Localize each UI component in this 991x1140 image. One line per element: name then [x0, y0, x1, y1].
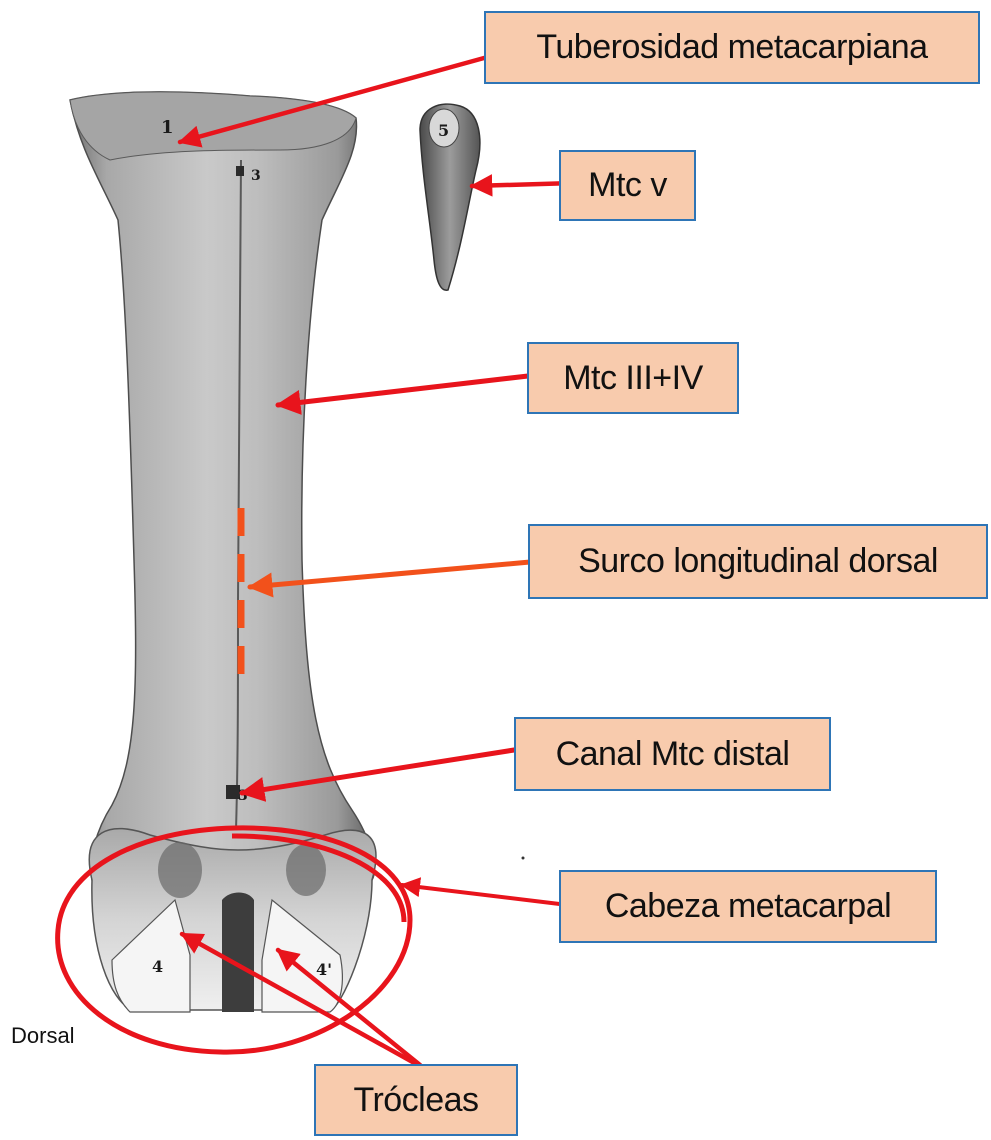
proximal-canal-mark — [236, 166, 244, 176]
condyle-shadow-right — [286, 844, 326, 896]
arrow-cabeza — [402, 885, 576, 906]
mark-5: 5 — [438, 121, 449, 140]
mark-4-right: 4' — [316, 960, 332, 979]
condyle-shadow-left — [158, 842, 202, 898]
label-tuberosidad-metacarpiana: Tuberosidad metacarpiana — [484, 11, 980, 84]
mark-1: 1 — [161, 117, 174, 138]
mark-3-top: 3 — [251, 168, 261, 184]
metacarpal-v-bone — [420, 104, 480, 290]
mark-4-left: 4 — [152, 957, 163, 976]
label-cabeza-metacarpal: Cabeza metacarpal — [559, 870, 937, 943]
view-label-dorsal: Dorsal — [11, 1023, 75, 1049]
arrow-mtc-iii-iv — [278, 376, 528, 405]
label-canal-mtc-distal: Canal Mtc distal — [514, 717, 831, 791]
metacarpal-bone — [70, 92, 376, 1012]
bone-shaft — [70, 92, 374, 880]
intertrochlear-notch — [222, 893, 254, 1013]
label-trocleas: Trócleas — [314, 1064, 518, 1136]
label-surco-longitudinal-dorsal: Surco longitudinal dorsal — [528, 524, 988, 599]
label-mtc-iii-iv: Mtc III+IV — [527, 342, 739, 414]
stray-dot — [522, 857, 525, 860]
label-mtc-v: Mtc v — [559, 150, 696, 221]
